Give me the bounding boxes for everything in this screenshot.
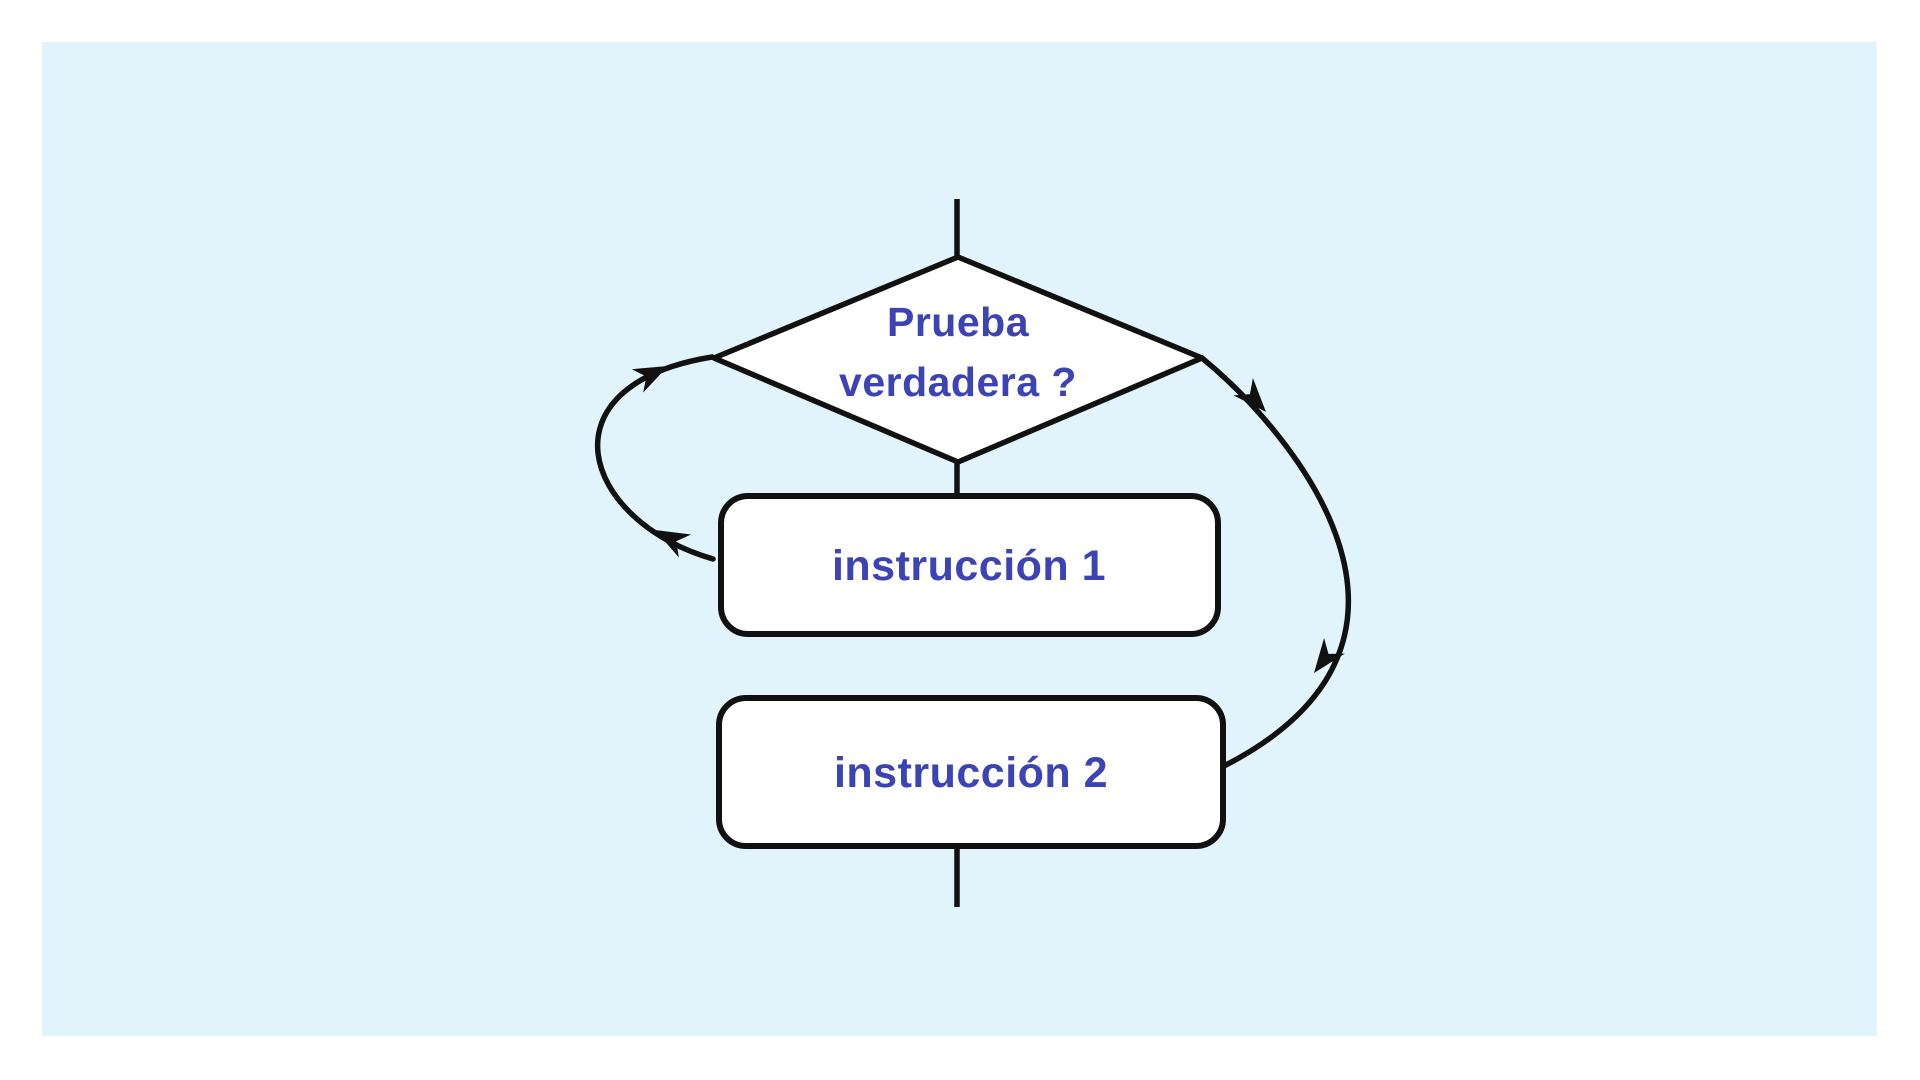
decision-label-line1: Prueba	[887, 299, 1030, 345]
process-1-box	[718, 493, 1221, 637]
decision-label-line2: verdadera ?	[839, 359, 1077, 405]
process-1-label: instrucción 1	[832, 542, 1106, 590]
loop-back-end-arrowhead	[631, 366, 668, 393]
decision-diamond	[711, 254, 1205, 465]
loop-back-mid-arrowhead	[655, 530, 692, 558]
false-branch-upper-arrowhead	[1233, 378, 1266, 412]
process-2-box	[716, 695, 1226, 849]
process-2-label: instrucción 2	[834, 749, 1108, 797]
false-branch-lower-arrowhead	[1314, 638, 1345, 673]
